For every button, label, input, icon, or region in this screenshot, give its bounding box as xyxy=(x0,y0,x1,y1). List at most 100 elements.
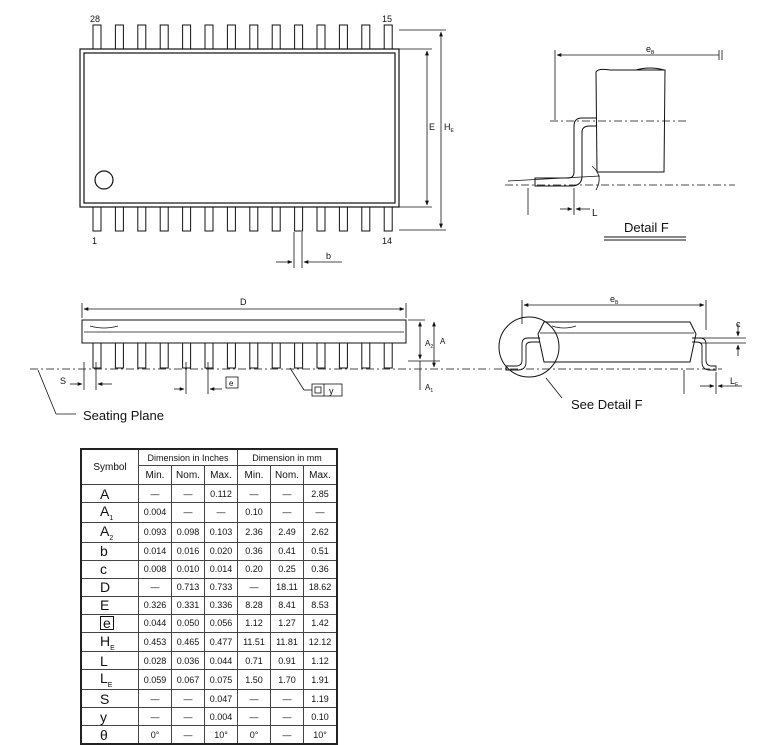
mm-header: Dimension in mm xyxy=(237,448,338,466)
value-cell: 0.050 xyxy=(171,613,205,633)
table-row: y——0.004——0.10 xyxy=(80,707,338,727)
symbol-cell: LE xyxy=(80,669,139,691)
pin xyxy=(159,206,169,232)
symbol-cell: A1 xyxy=(80,502,139,523)
package-body-inner xyxy=(83,52,396,204)
value-cell: 0.41 xyxy=(270,541,304,561)
pin-15-label: 15 xyxy=(382,14,392,24)
dim-A2-label: A2 xyxy=(425,339,433,350)
pin xyxy=(114,206,124,232)
dim-b-label: b xyxy=(326,251,331,261)
pin xyxy=(294,24,304,50)
symbol-cell: L xyxy=(80,651,139,671)
pin xyxy=(159,24,169,50)
end-view: eB c LE See Detail F xyxy=(494,294,746,412)
package-outline-drawing: 28 15 1 14 E HE b eB L xyxy=(30,14,746,423)
pin xyxy=(204,342,214,369)
value-cell: 0.453 xyxy=(138,631,172,653)
symbol-subscript: 1 xyxy=(109,514,114,522)
value-cell: 1.19 xyxy=(303,689,338,709)
value-cell: 0.044 xyxy=(138,613,172,633)
value-cell: — xyxy=(270,689,304,709)
value-cell: 0.020 xyxy=(204,541,238,561)
symbol-text: D xyxy=(100,579,111,596)
symbol-text: y xyxy=(100,708,107,725)
pin xyxy=(204,24,214,50)
value-cell: 18.11 xyxy=(270,577,304,597)
value-cell: 0.075 xyxy=(204,669,238,691)
pin xyxy=(182,24,192,50)
detail-f-circle xyxy=(498,316,560,378)
pin xyxy=(361,206,371,232)
seating-plane-label: Seating Plane xyxy=(83,408,164,423)
value-cell: 0.008 xyxy=(138,559,172,579)
pin xyxy=(92,206,102,232)
value-cell: 0.10 xyxy=(237,502,271,523)
detail-body xyxy=(595,68,666,173)
value-cell: 1.70 xyxy=(270,669,304,691)
value-cell: — xyxy=(237,577,271,597)
symbol-subscript: E xyxy=(107,682,113,690)
value-cell: — xyxy=(237,484,271,503)
value-cell: 2.49 xyxy=(270,521,304,543)
pin xyxy=(226,24,236,50)
symbol-subscript: E xyxy=(110,644,115,652)
pin xyxy=(92,24,102,50)
top-pin-row xyxy=(92,24,393,50)
value-cell: 0.326 xyxy=(138,595,172,615)
pin xyxy=(338,342,348,369)
value-cell: 0.51 xyxy=(303,541,338,561)
value-cell: — xyxy=(171,484,205,503)
pin xyxy=(226,206,236,232)
value-cell: — xyxy=(171,502,205,523)
value-cell: 1.91 xyxy=(303,669,338,691)
symbol-text: b xyxy=(100,543,108,560)
value-cell: 0.91 xyxy=(270,651,304,671)
pin xyxy=(338,206,348,232)
dimension-table: Symbol Dimension in Inches Dimension in … xyxy=(80,448,338,745)
symbol-cell: A xyxy=(80,484,139,503)
top-view: 28 15 1 14 E HE b xyxy=(79,14,455,268)
pin xyxy=(182,342,192,369)
pin xyxy=(271,342,281,369)
pin-28-label: 28 xyxy=(90,14,100,24)
value-cell: 11.51 xyxy=(237,631,271,653)
value-cell: 0.713 xyxy=(171,577,205,597)
value-cell: 1.50 xyxy=(237,669,271,691)
pin xyxy=(137,24,147,50)
pin xyxy=(294,206,304,232)
end-dim-eB-label: eB xyxy=(610,294,619,306)
theta-arc xyxy=(591,165,600,191)
dim-S-label: S xyxy=(60,376,66,386)
value-cell: 1.42 xyxy=(303,613,338,633)
end-lead-right xyxy=(692,337,717,371)
dim-c-label: c xyxy=(736,319,741,329)
table-row: S——0.047——1.19 xyxy=(80,689,338,709)
symbol-cell: D xyxy=(80,577,139,597)
symbol-text: S xyxy=(100,690,110,707)
side-body-top xyxy=(81,319,407,344)
side-view: D A2 A A1 S e y Seating Plane xyxy=(30,297,490,423)
value-cell: 0.71 xyxy=(237,651,271,671)
symbol-cell: HE xyxy=(80,631,139,653)
end-lead-left xyxy=(505,337,540,371)
value-cell: — xyxy=(270,707,304,727)
value-cell: 0.036 xyxy=(171,651,205,671)
detail-f-title: Detail F xyxy=(624,220,669,235)
value-cell: 0.112 xyxy=(204,484,238,503)
value-cell: — xyxy=(237,707,271,727)
pin-1-label: 1 xyxy=(92,236,97,246)
value-cell: 2.85 xyxy=(303,484,338,503)
value-cell: 0.098 xyxy=(171,521,205,543)
pin xyxy=(92,342,102,369)
symbol-text: e xyxy=(100,616,114,631)
value-cell: 0.014 xyxy=(204,559,238,579)
value-cell: 0.010 xyxy=(171,559,205,579)
value-cell: 0.36 xyxy=(303,559,338,579)
value-cell: 0° xyxy=(237,725,271,745)
see-detail-label: See Detail F xyxy=(571,397,643,412)
pin xyxy=(182,206,192,232)
symbol-cell: E xyxy=(80,595,139,615)
